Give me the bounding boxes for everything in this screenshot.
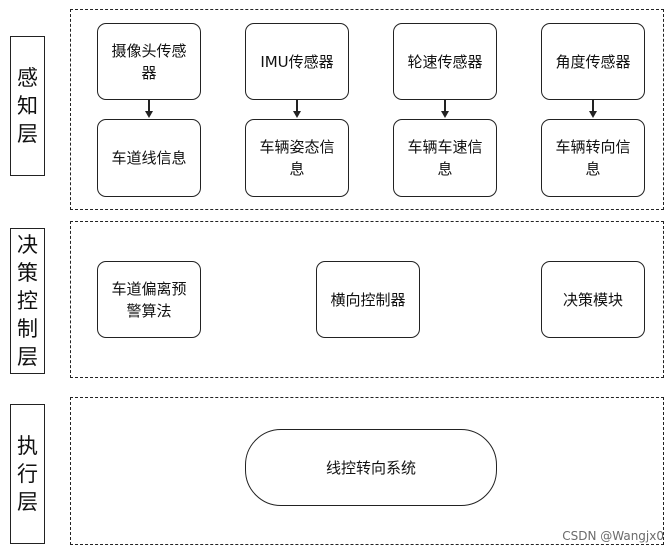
decision-layer-label: 决策控制层: [10, 228, 45, 374]
execution-layer-label: 执行层: [10, 404, 45, 544]
lane-line-info-node: 车道线信息: [97, 119, 201, 197]
vehicle-attitude-info-node: 车辆姿态信息: [245, 119, 349, 197]
lane-departure-warning-algorithm-node: 车道偏离预警算法: [97, 261, 201, 338]
decision-zone: [70, 221, 664, 378]
vehicle-speed-info-node: 车辆车速信息: [393, 119, 497, 197]
steer-by-wire-system-node: 线控转向系统: [245, 429, 497, 506]
imu-sensor-node: IMU传感器: [245, 23, 349, 100]
execution-zone: [70, 397, 664, 545]
wheel-speed-sensor-node: 轮速传感器: [393, 23, 497, 100]
perception-layer-label: 感知层: [10, 36, 45, 176]
lateral-controller-node: 横向控制器: [316, 261, 420, 338]
decision-module-node: 决策模块: [541, 261, 645, 338]
perception-zone: [70, 9, 664, 210]
camera-sensor-node: 摄像头传感器: [97, 23, 201, 100]
vehicle-steering-info-node: 车辆转向信息: [541, 119, 645, 197]
angle-sensor-node: 角度传感器: [541, 23, 645, 100]
watermark: CSDN @Wangjx0: [562, 529, 664, 543]
